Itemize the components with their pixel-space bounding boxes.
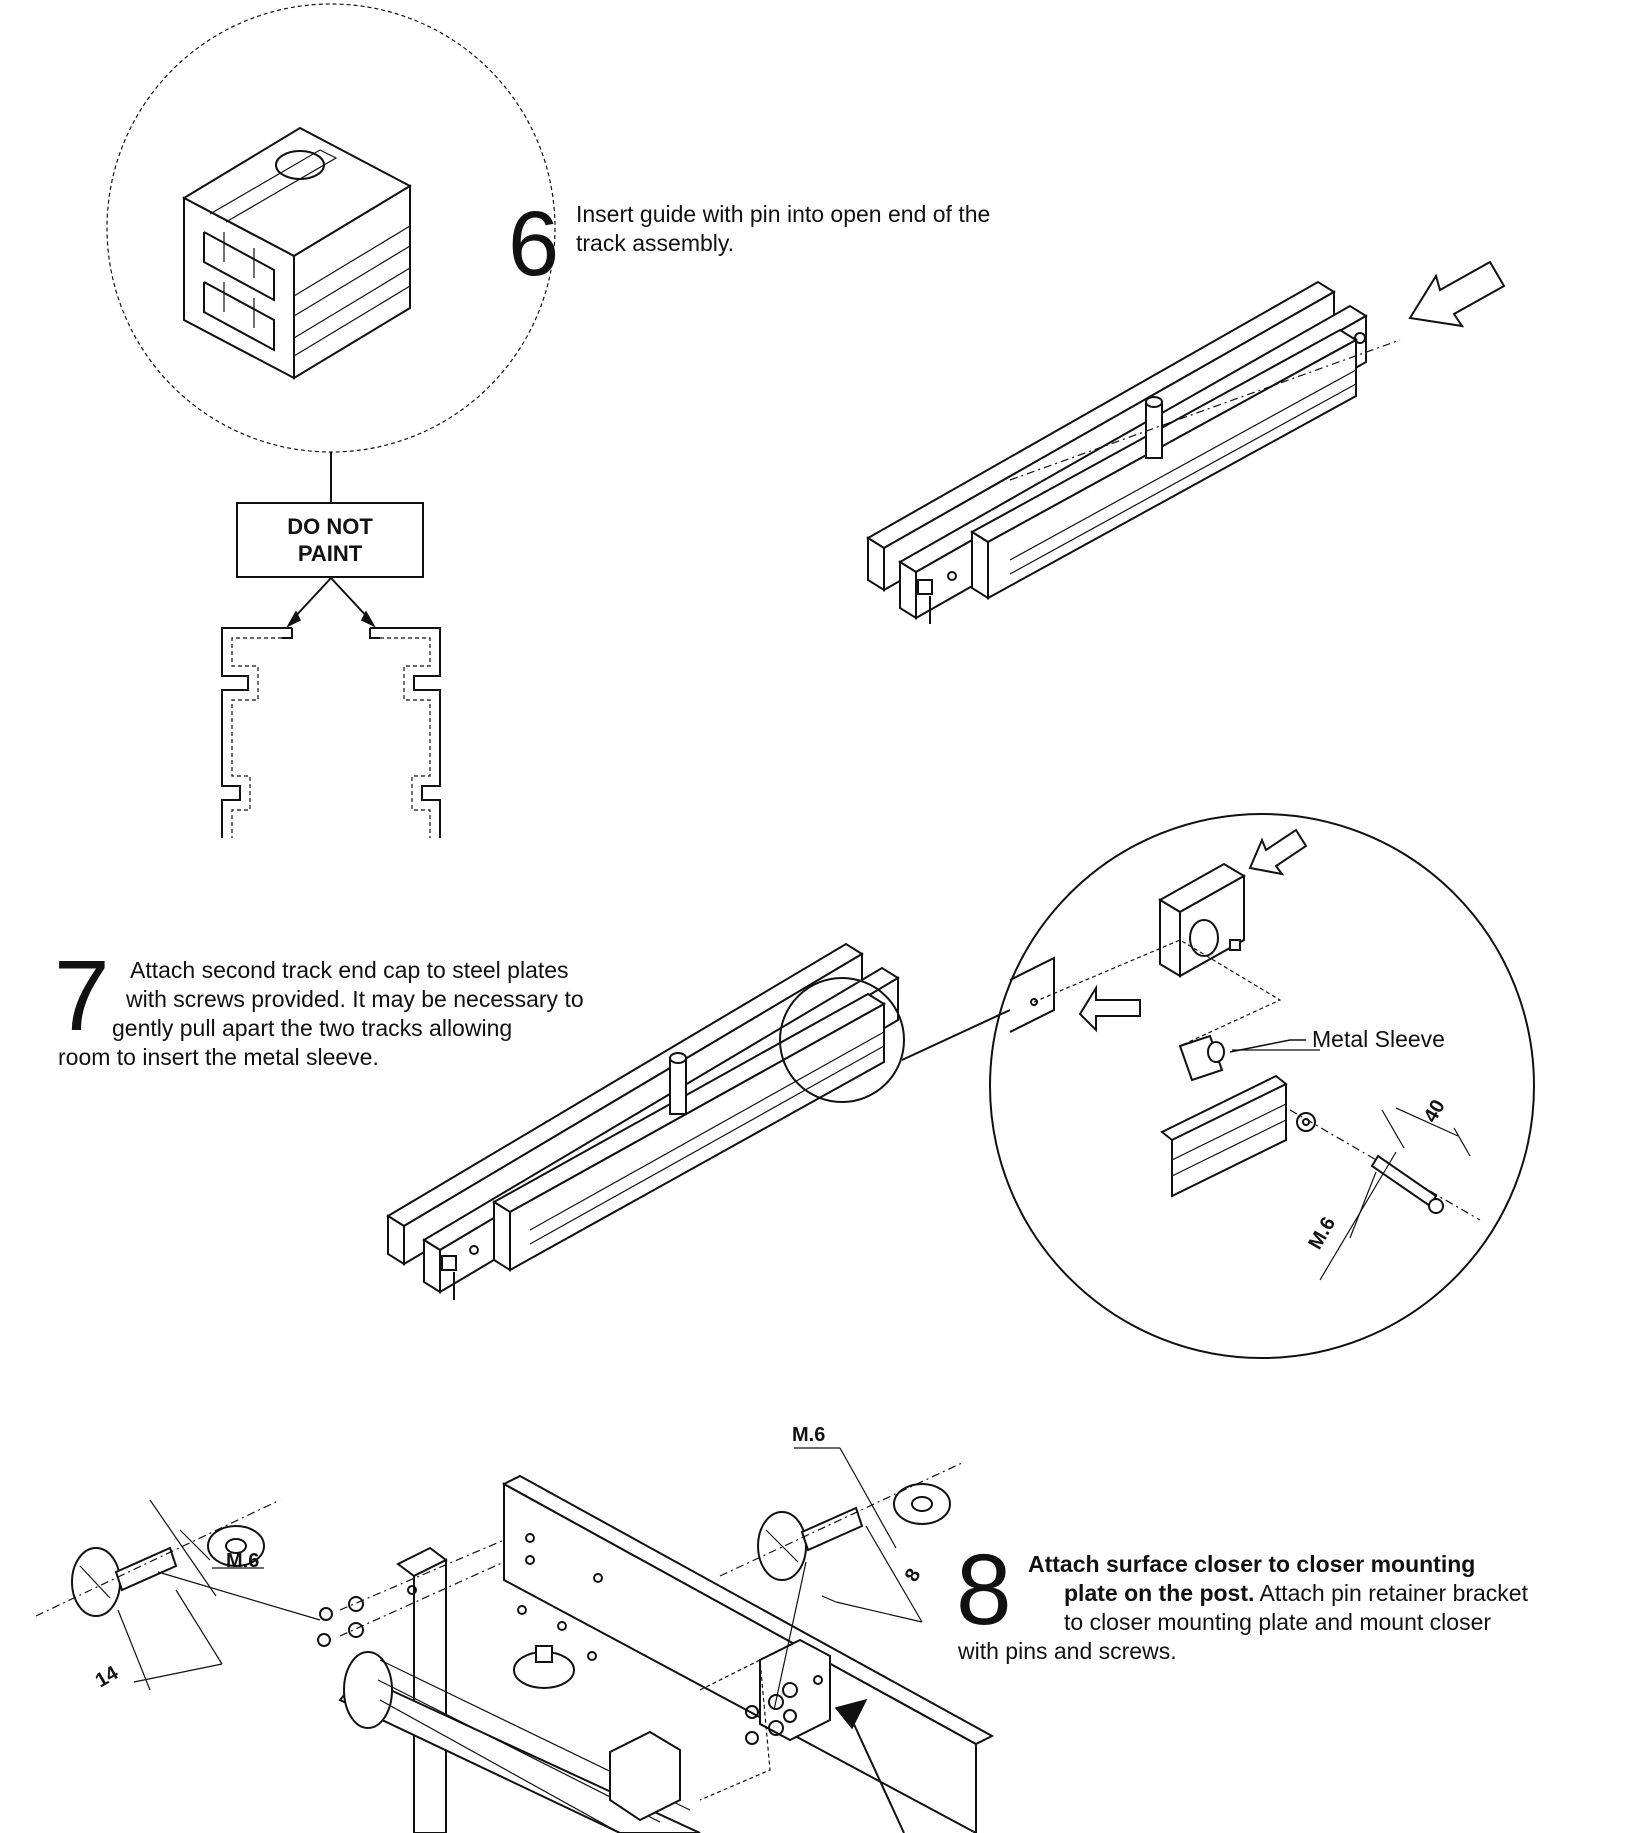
guide-block-drawing: [184, 128, 410, 378]
left-pin-screw: [36, 1500, 320, 1690]
step-7-text-line1: Attach second track end cap to steel pla…: [130, 957, 569, 983]
right-pin-screw: [720, 1448, 964, 1710]
step-8-text-line2-bold: plate on the post.: [1064, 1580, 1255, 1606]
track-profile-right: [370, 628, 440, 838]
step-7-text-line2: with screws provided. It may be necessar…: [126, 986, 584, 1012]
track-assembly-step7: [388, 944, 1010, 1300]
do-not-paint-line1: DO NOT: [287, 514, 373, 539]
metal-sleeve-label: Metal Sleeve: [1312, 1026, 1445, 1052]
step-6-text-line2: track assembly.: [576, 230, 735, 256]
step-8-text-line3: to closer mounting plate and mount close…: [1064, 1609, 1492, 1635]
step-8-text-line1: Attach surface closer to closer mounting: [1028, 1551, 1476, 1577]
closer-assembly: [318, 1476, 992, 1833]
do-not-paint-line2: PAINT: [297, 541, 363, 566]
right-screw-dim-thread: M.6: [792, 1424, 826, 1446]
do-not-paint-label: DO NOT PAINT: [236, 502, 424, 578]
step-8-text-line2-rest: Attach pin retainer bracket: [1254, 1580, 1529, 1606]
track-profile-left: [222, 628, 292, 838]
step-6-text-line1: Insert guide with pin into open end of t…: [576, 201, 991, 227]
guide-detail-circle: [107, 4, 555, 452]
left-screw-dim-thread: M.6: [226, 1550, 260, 1572]
track-assembly-step6: [868, 262, 1504, 624]
step-8-number: 8: [956, 1534, 1012, 1646]
step-7-text-line3: gently pull apart the two tracks allowin…: [112, 1015, 513, 1041]
step-6-number: 6: [508, 193, 560, 295]
step-8-text-line2: plate on the post. Attach pin retainer b…: [1064, 1579, 1528, 1608]
step-7-number: 7: [54, 940, 110, 1052]
metal-sleeve-detail: [990, 814, 1534, 1358]
step-8-text-line4: with pins and screws.: [958, 1638, 1177, 1664]
step-7-text-line4: room to insert the metal sleeve.: [58, 1044, 379, 1070]
